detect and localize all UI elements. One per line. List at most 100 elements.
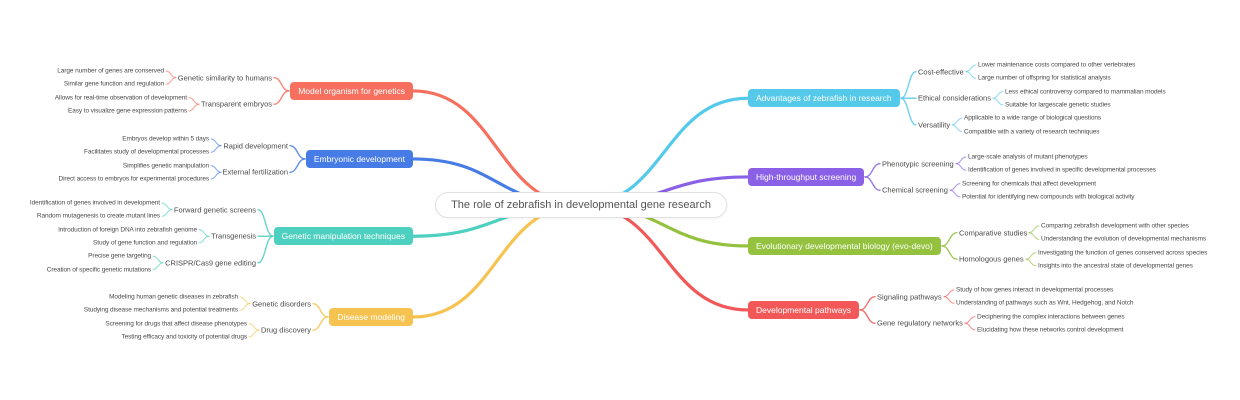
child-node-genetic-disorders[interactable]: Genetic disorders bbox=[252, 299, 311, 309]
leaf-node-applicable-to-a-wide-range-of-biological-questions[interactable]: Applicable to a wide range of biological… bbox=[964, 114, 1102, 122]
branch-node-developmental-pathways[interactable]: Developmental pathways bbox=[748, 300, 859, 319]
leaf-node-large-scale-analysis-of-mutant-phenotypes[interactable]: Large-scale analysis of mutant phenotype… bbox=[968, 153, 1088, 161]
connector-line bbox=[1028, 225, 1040, 234]
connector-line bbox=[900, 97, 917, 126]
connector-line bbox=[239, 296, 251, 305]
connector-line bbox=[273, 90, 290, 105]
branch-node-high-throughput-screening[interactable]: High-throughput screening bbox=[748, 167, 865, 186]
leaf-node-random-mutagenesis-to-create-mutant-lines[interactable]: Random mutagenesis to create mutant line… bbox=[36, 212, 160, 220]
leaf-node-studying-disease-mechanisms-and-potential-treatments[interactable]: Studying disease mechanisms and potentia… bbox=[83, 306, 238, 314]
leaf-node-study-of-gene-function-and-regulation[interactable]: Study of gene function and regulation bbox=[93, 239, 197, 247]
leaf-node-similar-gene-function-and-regulation[interactable]: Similar gene function and regulation bbox=[63, 80, 164, 88]
leaf-node-comparing-zebrafish-development-with-other-species[interactable]: Comparing zebrafish development with oth… bbox=[1041, 222, 1189, 230]
connector-line bbox=[951, 117, 963, 126]
center-node[interactable]: The role of zebrafish in developmental g… bbox=[435, 192, 727, 218]
child-node-gene-regulatory-networks[interactable]: Gene regulatory networks bbox=[877, 318, 963, 328]
connector-line bbox=[941, 231, 958, 247]
leaf-node-introduction-of-foreign-dna-into-zebrafish-genome[interactable]: Introduction of foreign DNA into zebrafi… bbox=[58, 226, 197, 234]
connector-line bbox=[864, 176, 881, 191]
branch-node-disease-modeling[interactable]: Disease modeling bbox=[329, 307, 413, 326]
leaf-node-precise-gene-targeting[interactable]: Precise gene targeting bbox=[88, 252, 151, 260]
child-node-transgenesis[interactable]: Transgenesis bbox=[211, 231, 256, 241]
connector-line bbox=[992, 91, 1004, 99]
connector-line bbox=[152, 262, 164, 270]
leaf-node-identification-of-genes-involved-in-specific-developmental-processes[interactable]: Identification of genes involved in spec… bbox=[968, 166, 1156, 174]
connector-line bbox=[949, 183, 961, 191]
connector-line bbox=[210, 145, 222, 153]
leaf-node-deciphering-the-complex-interactions-between-genes[interactable]: Deciphering the complex interactions bet… bbox=[977, 313, 1125, 321]
connector-line bbox=[965, 64, 977, 73]
connector-line bbox=[248, 323, 260, 331]
branch-node-genetic-manipulation-techniques[interactable]: Genetic manipulation techniques bbox=[273, 227, 413, 246]
child-node-genetic-similarity-to-humans[interactable]: Genetic similarity to humans bbox=[177, 73, 272, 83]
child-node-signaling-pathways[interactable]: Signaling pathways bbox=[877, 292, 942, 302]
connector-line bbox=[239, 303, 251, 311]
connector-line bbox=[1028, 232, 1040, 240]
leaf-node-study-of-how-genes-interact-in-developmental-processes[interactable]: Study of how genes interact in developme… bbox=[956, 286, 1114, 294]
connector-line bbox=[955, 163, 967, 171]
leaf-node-compatible-with-a-variety-of-research-techniques[interactable]: Compatible with a variety of research te… bbox=[964, 128, 1100, 135]
leaf-node-embryos-develop-within-5-days[interactable]: Embryos develop within 5 days bbox=[122, 135, 209, 143]
leaf-node-potential-for-identifying-new-compounds-with-biological-activity[interactable]: Potential for identifying new compounds … bbox=[962, 193, 1135, 201]
connector-line bbox=[210, 171, 222, 180]
child-node-external-fertilization[interactable]: External fertilization bbox=[222, 167, 288, 177]
child-node-phenotypic-screening[interactable]: Phenotypic screening bbox=[882, 159, 954, 169]
connector-line bbox=[165, 70, 177, 79]
connector-line bbox=[992, 97, 1004, 106]
branch-node-evolutionary-developmental-biology-evo-devo[interactable]: Evolutionary developmental biology (evo-… bbox=[748, 236, 941, 255]
child-node-crispr-cas9-gene-editing[interactable]: CRISPR/Cas9 gene editing bbox=[165, 258, 256, 268]
leaf-node-simplifies-genetic-manipulation[interactable]: Simplifies genetic manipulation bbox=[122, 162, 209, 170]
leaf-node-lower-maintenance-costs-compared-to-other-vertebrates[interactable]: Lower maintenance costs compared to othe… bbox=[978, 61, 1136, 69]
leaf-node-suitable-for-largescale-genetic-studies[interactable]: Suitable for largescale genetic studies bbox=[1005, 101, 1111, 109]
branch-node-model-organism-for-genetics[interactable]: Model organism for genetics bbox=[290, 81, 413, 100]
connector-line bbox=[257, 208, 274, 237]
connector-line bbox=[1025, 252, 1037, 260]
child-node-cost-effective[interactable]: Cost-effective bbox=[918, 67, 964, 77]
connector-line bbox=[198, 235, 210, 244]
connector-line bbox=[864, 162, 881, 178]
connector-line bbox=[257, 235, 274, 264]
connector-line bbox=[951, 124, 963, 132]
leaf-node-easy-to-visualize-gene-expression-patterns[interactable]: Easy to visualize gene expression patter… bbox=[67, 107, 187, 115]
connector-line bbox=[289, 158, 306, 173]
connector-line bbox=[198, 229, 210, 237]
child-node-versatility[interactable]: Versatility bbox=[918, 120, 951, 130]
connector-line bbox=[579, 96, 750, 207]
connector-line bbox=[943, 289, 955, 298]
leaf-node-large-number-of-offspring-for-statistical-analysis[interactable]: Large number of offspring for statistica… bbox=[978, 74, 1111, 82]
connector-line bbox=[965, 71, 977, 79]
leaf-node-modeling-human-genetic-diseases-in-zebrafish[interactable]: Modeling human genetic diseases in zebra… bbox=[109, 293, 238, 301]
leaf-node-direct-access-to-embryos-for-experimental-procedures[interactable]: Direct access to embryos for experimenta… bbox=[58, 175, 209, 183]
connector-line bbox=[273, 76, 290, 92]
connector-line bbox=[161, 209, 173, 217]
branch-node-embryonic-development[interactable]: Embryonic development bbox=[305, 149, 413, 168]
leaf-node-identification-of-genes-involved-in-development[interactable]: Identification of genes involved in deve… bbox=[29, 199, 160, 207]
child-node-ethical-considerations[interactable]: Ethical considerations bbox=[918, 93, 991, 103]
leaf-node-creation-of-specific-genetic-mutations[interactable]: Creation of specific genetic mutations bbox=[46, 266, 151, 273]
child-node-homologous-genes[interactable]: Homologous genes bbox=[959, 254, 1024, 264]
child-node-forward-genetic-screens[interactable]: Forward genetic screens bbox=[173, 205, 256, 215]
leaf-node-screening-for-drugs-that-affect-disease-phenotypes[interactable]: Screening for drugs that affect disease … bbox=[105, 320, 247, 328]
leaf-node-understanding-the-evolution-of-developmental-mechanisms[interactable]: Understanding the evolution of developme… bbox=[1041, 235, 1207, 243]
child-node-drug-discovery[interactable]: Drug discovery bbox=[260, 325, 311, 335]
connector-line bbox=[248, 329, 260, 338]
child-node-comparative-studies[interactable]: Comparative studies bbox=[959, 228, 1028, 238]
connector-line bbox=[941, 245, 958, 260]
leaf-node-insights-into-the-ancestral-state-of-developmental-genes[interactable]: Insights into the ancestral state of dev… bbox=[1038, 262, 1193, 270]
connector-line bbox=[210, 165, 222, 173]
leaf-node-investigating-the-function-of-genes-conserved-across-species[interactable]: Investigating the function of genes cons… bbox=[1038, 249, 1208, 257]
connector-line bbox=[949, 189, 961, 198]
branch-node-advantages-of-zebrafish-in-research[interactable]: Advantages of zebrafish in research bbox=[748, 89, 900, 108]
child-node-chemical-screening[interactable]: Chemical screening bbox=[882, 185, 948, 195]
leaf-node-testing-efficacy-and-toxicity-of-potential-drugs[interactable]: Testing efficacy and toxicity of potenti… bbox=[121, 333, 247, 341]
child-node-rapid-development[interactable]: Rapid development bbox=[223, 141, 288, 151]
leaf-node-less-ethical-controversy-compared-to-mammalian-models[interactable]: Less ethical controversy compared to mam… bbox=[1005, 88, 1166, 96]
leaf-node-understanding-of-pathways-such-as-wnt-hedgehog-and-notch[interactable]: Understanding of pathways such as Wnt, H… bbox=[956, 299, 1134, 307]
leaf-node-allows-for-real-time-observation-of-development[interactable]: Allows for real-time observation of deve… bbox=[54, 94, 187, 102]
leaf-node-screening-for-chemicals-that-affect-development[interactable]: Screening for chemicals that affect deve… bbox=[962, 180, 1096, 188]
leaf-node-facilitates-study-of-developmental-processes[interactable]: Facilitates study of developmental proce… bbox=[84, 148, 209, 156]
leaf-node-large-number-of-genes-are-conserved[interactable]: Large number of genes are conserved bbox=[57, 67, 164, 75]
leaf-node-elucidating-how-these-networks-control-development[interactable]: Elucidating how these networks control d… bbox=[977, 326, 1124, 334]
child-node-transparent-embryos[interactable]: Transparent embryos bbox=[200, 99, 272, 109]
